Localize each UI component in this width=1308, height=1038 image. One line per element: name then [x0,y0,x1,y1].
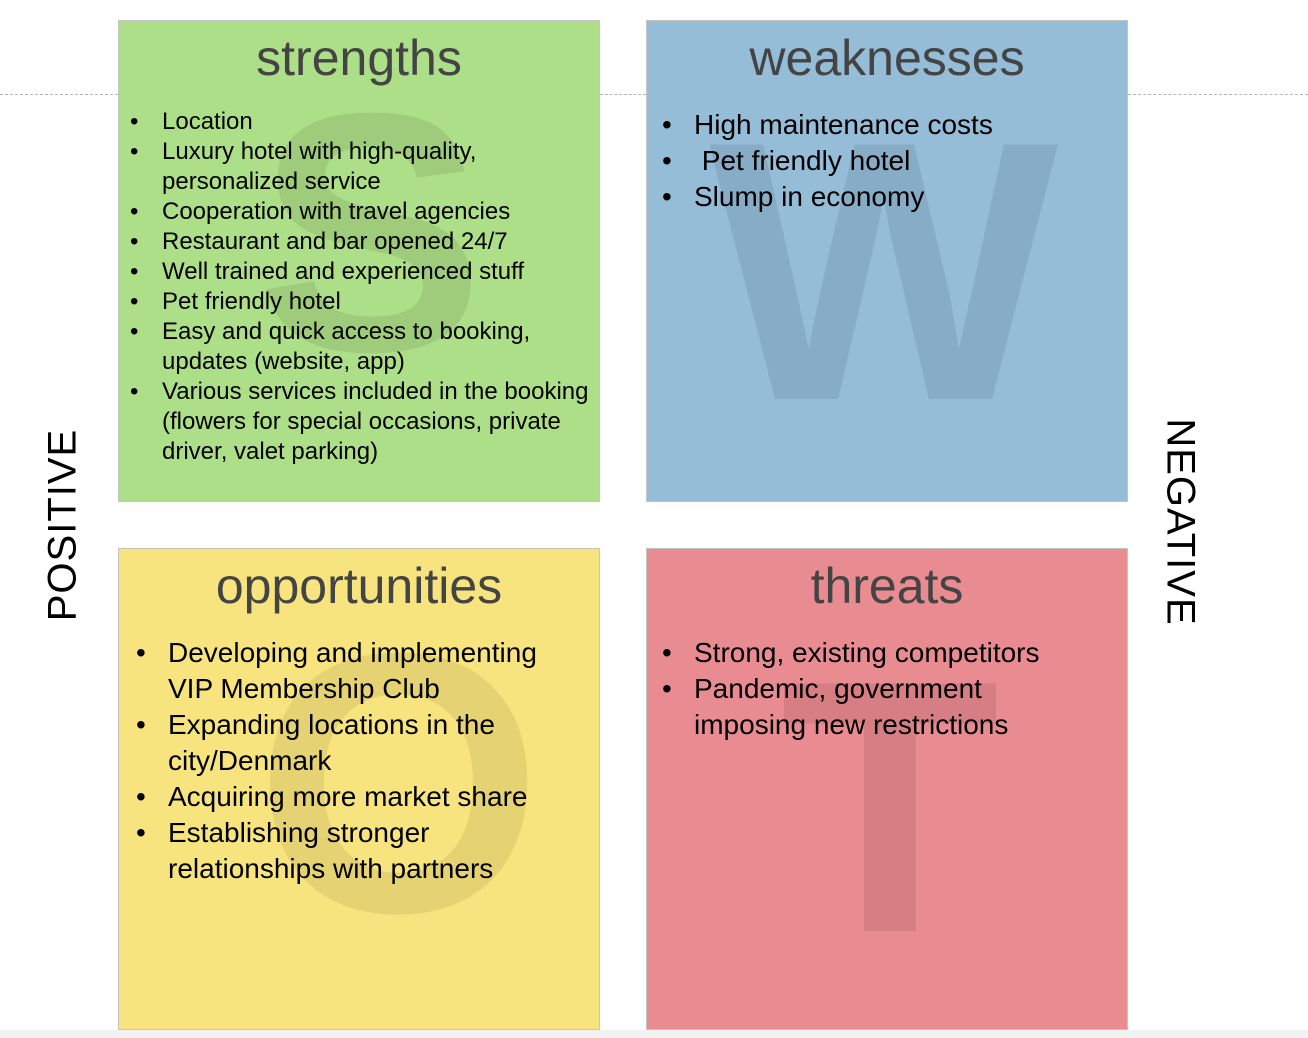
weaknesses-quadrant: W weaknesses High maintenance costs Pet … [646,20,1128,502]
list-item: Restaurant and bar opened 24/7 [130,227,592,257]
opportunities-list: Developing and implementing VIP Membersh… [136,635,588,887]
weaknesses-title: weaknesses [749,30,1025,86]
dashed-guide-right [1128,94,1308,95]
threats-title: threats [810,558,964,614]
opportunities-title: opportunities [215,558,503,614]
positive-axis-label: POSITIVE [40,428,85,622]
bottom-strip [0,1030,1308,1038]
opportunities-quadrant: O opportunities Developing and implement… [118,548,600,1030]
threats-list: Strong, existing competitors Pandemic, g… [662,635,1094,743]
weaknesses-list: High maintenance costs Pet friendly hote… [662,107,1114,215]
list-item: Pet friendly hotel [662,143,1114,179]
list-item: Strong, existing competitors [662,635,1094,671]
negative-axis-label: NEGATIVE [1158,418,1203,626]
list-item: Location [130,107,592,137]
list-item: Cooperation with travel agencies [130,197,592,227]
dashed-guide-middle [600,94,646,95]
list-item: Expanding locations in the city/Denmark [136,707,588,779]
list-item: Pet friendly hotel [130,287,592,317]
strengths-list: Location Luxury hotel with high-quality,… [130,107,592,467]
list-item: Developing and implementing VIP Membersh… [136,635,588,707]
list-item: Various services included in the booking… [130,377,592,467]
list-item: High maintenance costs [662,107,1114,143]
list-item: Slump in economy [662,179,1114,215]
dashed-guide-left [0,94,118,95]
list-item: Acquiring more market share [136,779,588,815]
list-item: Well trained and experienced stuff [130,257,592,287]
threats-quadrant: T threats Strong, existing competitors P… [646,548,1128,1030]
list-item: Pandemic, government imposing new restri… [662,671,1094,743]
strengths-title: strengths [256,30,462,86]
strengths-quadrant: S strengths Location Luxury hotel with h… [118,20,600,502]
list-item: Establishing stronger relationships with… [136,815,588,887]
list-item: Easy and quick access to booking, update… [130,317,592,377]
list-item: Luxury hotel with high-quality, personal… [130,137,592,197]
